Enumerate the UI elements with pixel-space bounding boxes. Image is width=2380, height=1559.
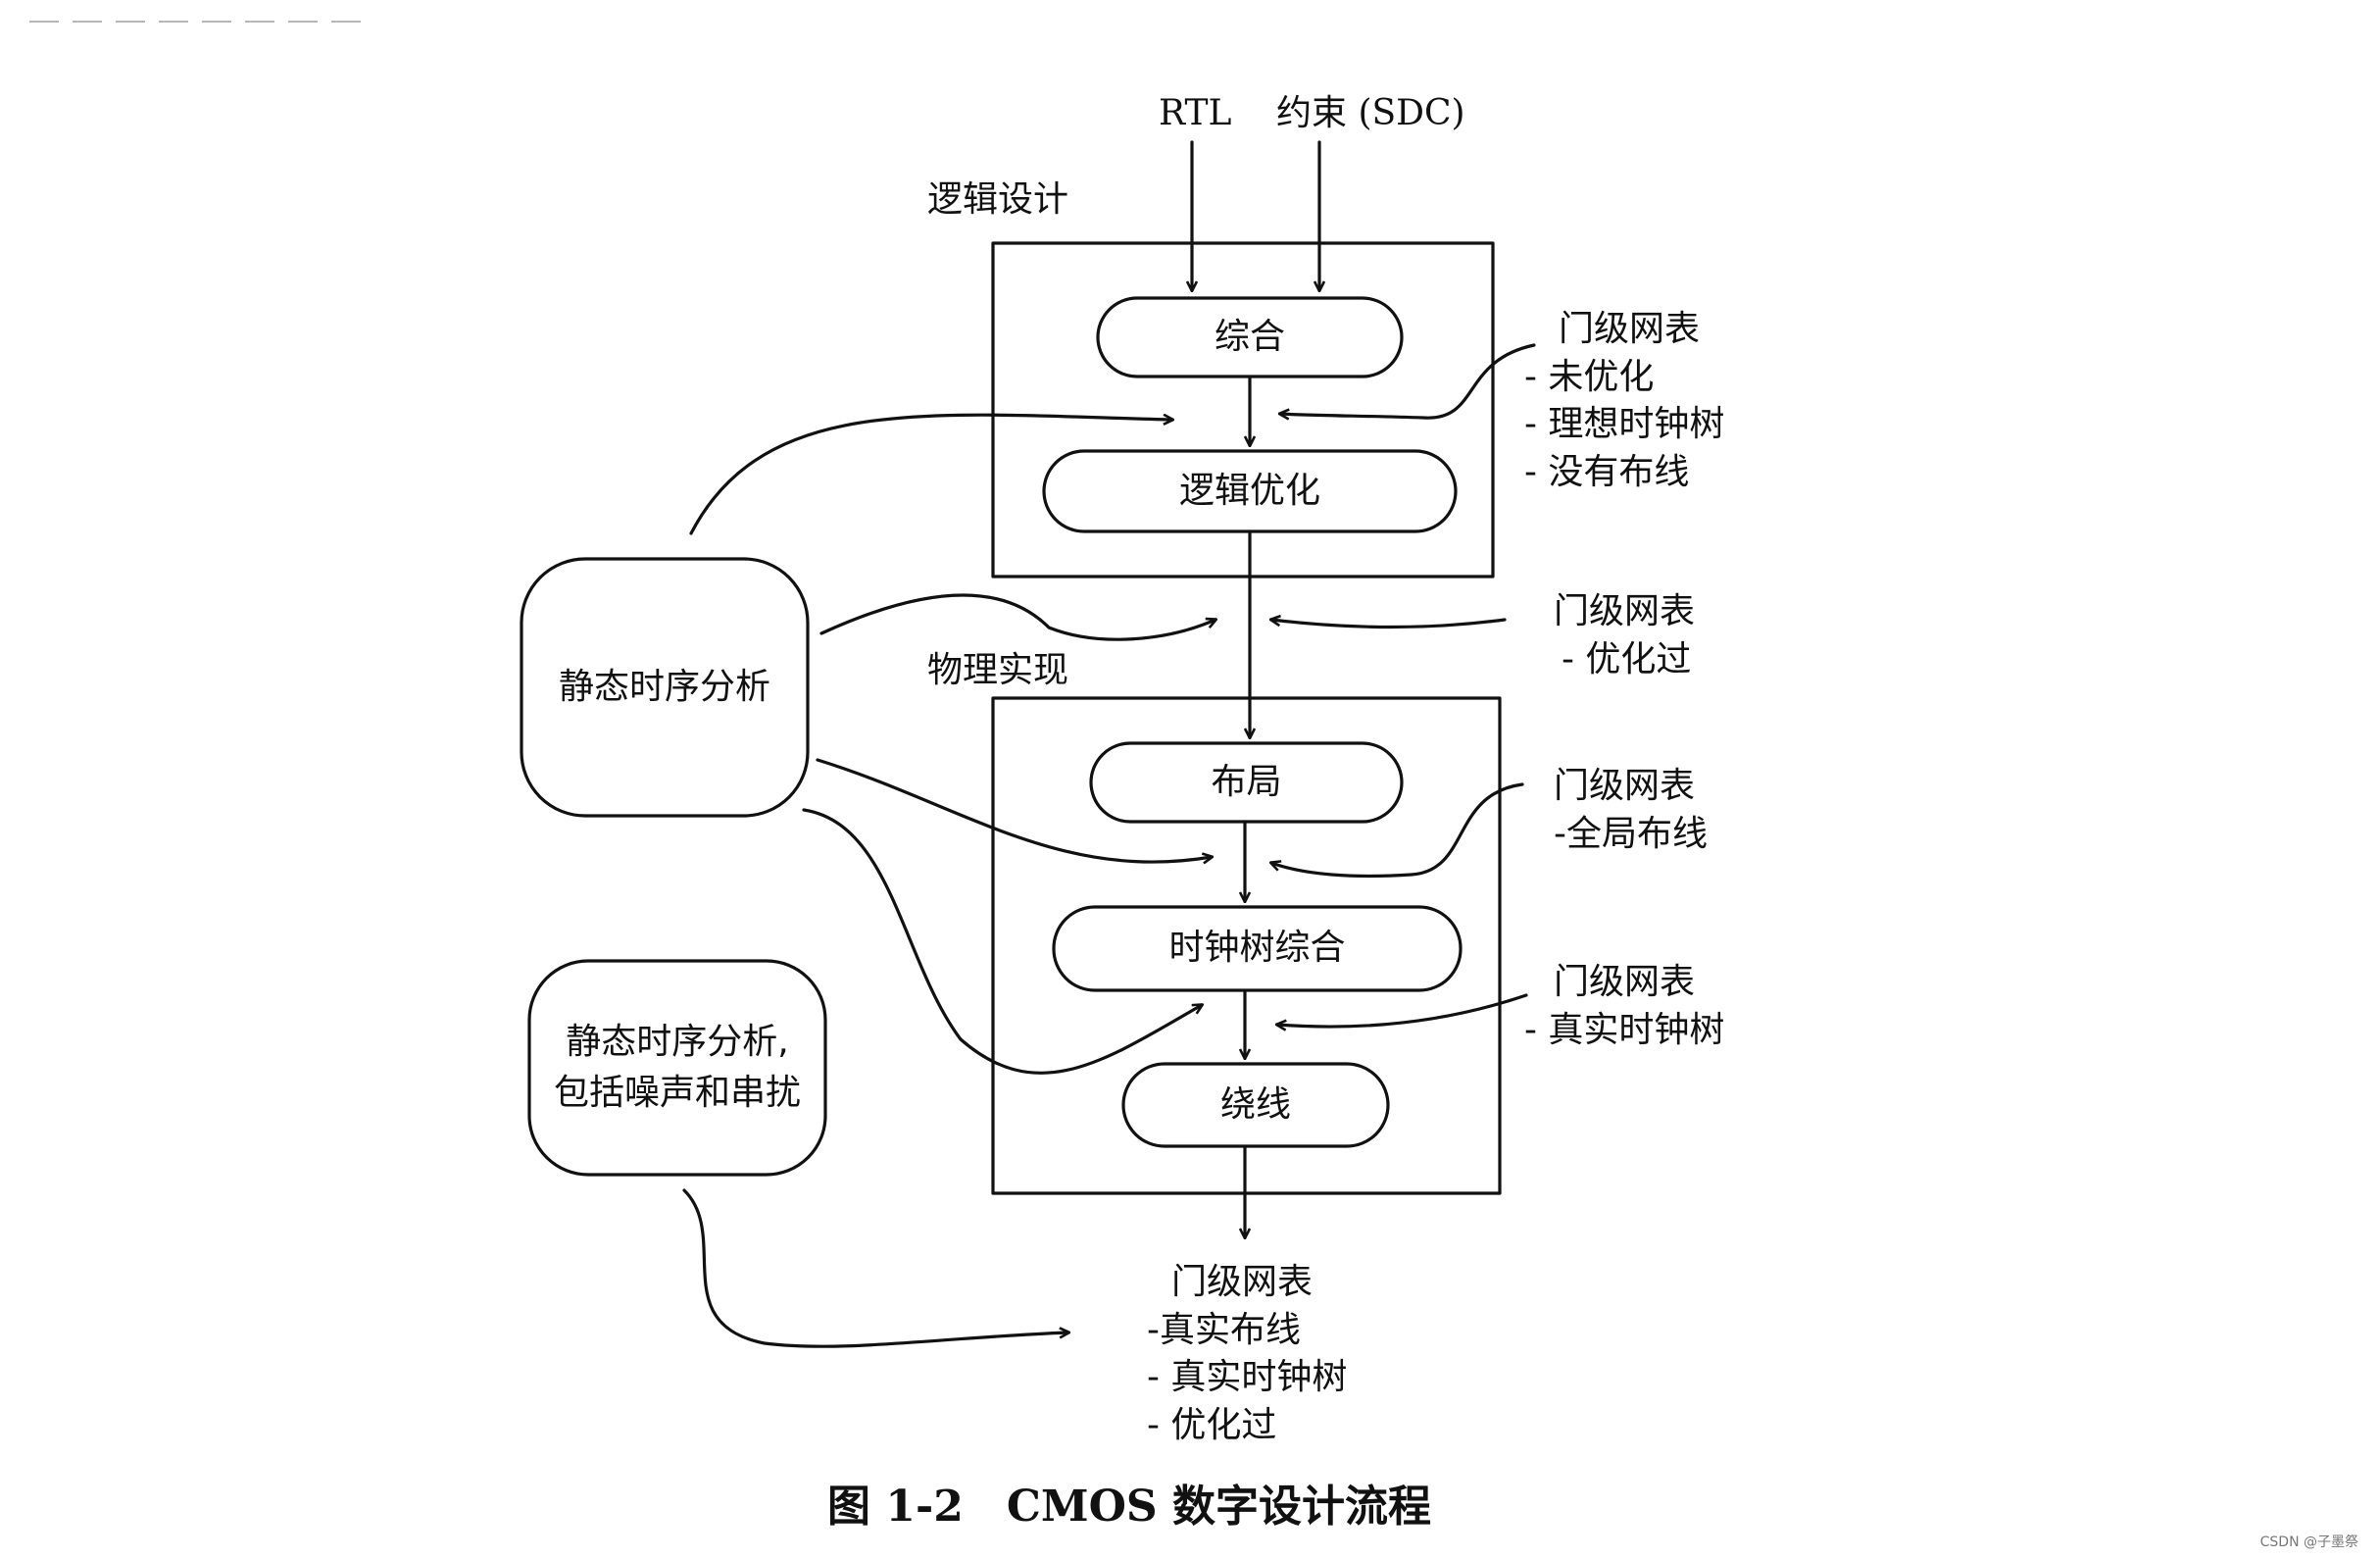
netlist-arrow-3 (1271, 782, 1524, 879)
sta-box-1 (520, 557, 810, 818)
logic-design-frame (991, 241, 1495, 578)
sta-arrow-3 (816, 758, 1212, 862)
netlist-4: 门级网表 - 真实时钟树 (1524, 959, 1724, 1054)
sta-arrow-2 (819, 593, 1215, 641)
netlist-3-item-1: -全局布线 (1554, 813, 1708, 854)
netlist-1-item-3: - 没有布线 (1524, 451, 1690, 492)
physical-design-title: 物理实现 (927, 650, 1069, 690)
netlist-arrow-4 (1277, 993, 1528, 1027)
netlist-3-title: 门级网表 (1554, 766, 1696, 806)
watermark: CSDN @子墨祭 (2259, 1534, 2358, 1550)
netlist-1-item-2: - 理想时钟树 (1524, 404, 1725, 445)
figure-number: 图 1-2 (827, 1482, 964, 1532)
step-placement: 布局 (1211, 761, 1282, 802)
sta-box-2-line-1: 静态时序分析, (566, 1021, 789, 1062)
netlist-1-title: 门级网表 (1559, 309, 1701, 349)
step-box-routing (1121, 1062, 1390, 1148)
netlist-2: 门级网表 - 优化过 (1554, 588, 1695, 683)
sdc-label: 约束 (SDC) (1276, 93, 1465, 133)
sta-box-2 (527, 959, 827, 1177)
sta-arrow-4 (802, 808, 1202, 1075)
step-logic-optimization: 逻辑优化 (1178, 470, 1320, 511)
step-synthesis: 综合 (1214, 316, 1285, 357)
step-box-cts (1052, 905, 1463, 992)
step-routing: 绕线 (1219, 1083, 1291, 1125)
netlist-1: 门级网表 - 未优化 - 理想时钟树 - 没有布线 (1524, 306, 1724, 496)
netlist-5-title: 门级网表 (1171, 1262, 1314, 1302)
netlist-2-item-1: - 优化过 (1562, 638, 1692, 679)
netlist-5-item-3: - 优化过 (1147, 1404, 1277, 1445)
netlist-3: 门级网表 -全局布线 (1554, 763, 1708, 858)
netlist-4-title: 门级网表 (1554, 962, 1696, 1002)
sta-box-1-text: 静态时序分析 (521, 559, 808, 816)
sta-box-1-line-1: 静态时序分析 (558, 666, 770, 707)
netlist-4-item-1: - 真实时钟树 (1524, 1009, 1725, 1050)
netlist-2-title: 门级网表 (1554, 591, 1696, 631)
netlist-5: 门级网表 -真实布线 - 真实时钟树 - 优化过 (1147, 1259, 1347, 1449)
sta-box-2-line-2: 包括噪声和串扰 (553, 1073, 801, 1113)
sta-arrow-1 (689, 413, 1172, 535)
netlist-5-item-2: - 真实时钟树 (1147, 1357, 1348, 1398)
netlist-5-item-1: -真实布线 (1147, 1309, 1301, 1350)
sta-arrow-5 (682, 1188, 1068, 1348)
step-box-placement (1089, 741, 1404, 824)
logic-design-title: 逻辑设计 (927, 179, 1069, 220)
figure-title: CMOS 数字设计流程 (1006, 1482, 1431, 1532)
rtl-label: RTL (1159, 93, 1232, 133)
netlist-arrow-1 (1280, 343, 1536, 418)
step-clock-tree-synthesis: 时钟树综合 (1168, 928, 1346, 969)
figure-caption: 图 1-2 CMOS 数字设计流程 (0, 1471, 1431, 1534)
netlist-arrow-2 (1271, 620, 1507, 629)
netlist-1-item-1: - 未优化 (1524, 356, 1655, 397)
sta-box-2-text: 静态时序分析, 包括噪声和串扰 (529, 961, 825, 1175)
